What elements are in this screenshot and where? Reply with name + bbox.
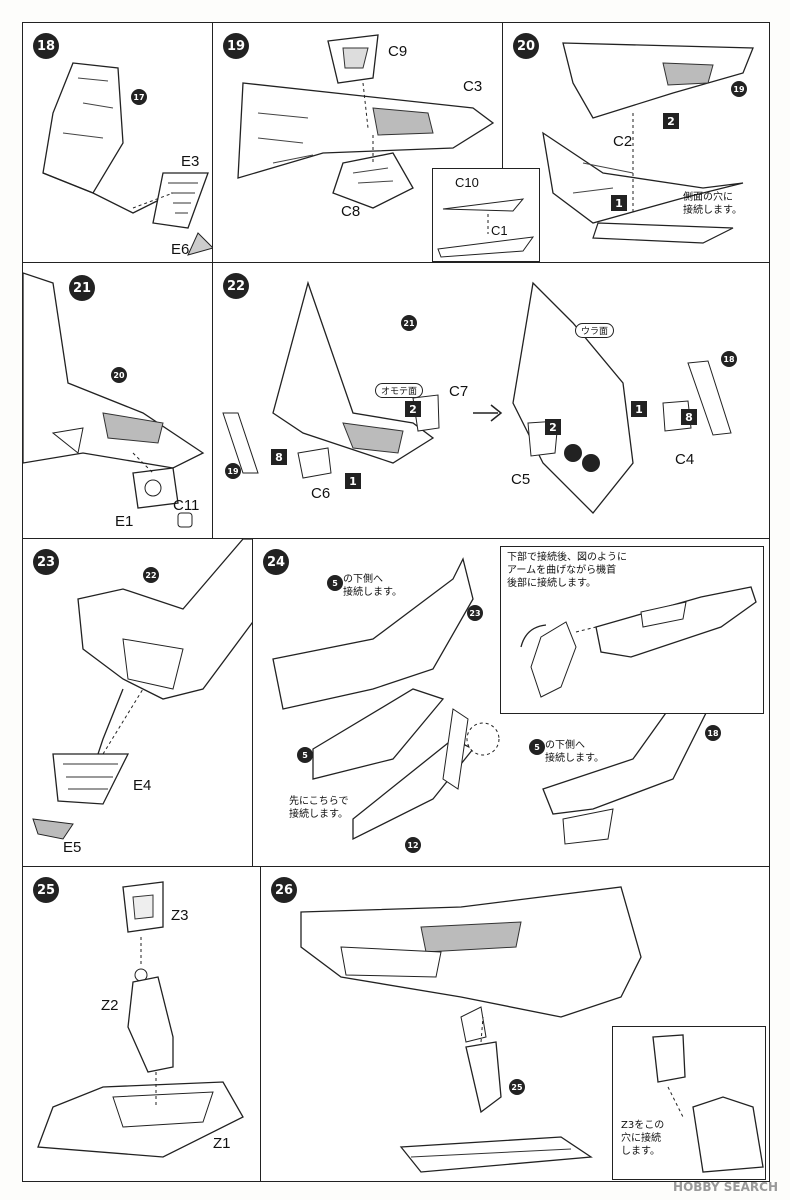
step-24-inset: 下部で接続後、図のように アームを曲げながら機首 後部に接続します。 [500,546,764,714]
step-20-panel: 20 19 2 C2 1 側面の穴に 接続します。 [502,22,770,264]
ref-5-badge-mid: 5 [297,747,313,763]
part-C4: C4 [675,451,695,468]
step-number: 23 [33,549,59,575]
note-left: 先にこちらで 接続します。 [289,796,349,820]
ref-19-badge: 19 [225,463,241,479]
part-C2: C2 [613,133,633,150]
step-26-inset: Z3をこの 穴に接続 します。 [612,1026,766,1180]
front-side-label: オモテ面 [375,383,424,398]
part-C5: C5 [511,471,531,488]
ref-21-badge: 21 [401,315,417,331]
part-E4: E4 [133,777,152,794]
step-number: 18 [33,33,59,59]
step-number: 20 [513,33,539,59]
ref-17-badge: 17 [131,89,147,105]
part-C1: C1 [491,223,508,238]
marker-1: 1 [345,473,361,489]
step-23-drawing [32,539,253,840]
watermark: HOBBY SEARCH [673,1180,778,1194]
ref-20-badge: 20 [111,367,127,383]
ref-18-badge: 18 [705,725,721,741]
part-E3: E3 [181,153,200,170]
part-E5: E5 [63,839,82,856]
part-C3: C3 [463,78,483,95]
back-side-label: ウラ面 [575,323,615,338]
part-C11: C11 [173,497,200,514]
step-22-panel: 22 21 オモテ面 ウラ面 19 18 C7 C6 C5 C4 2 8 1 2… [212,262,770,540]
step-number: 22 [223,273,249,299]
part-C6: C6 [311,485,331,502]
step-18-drawing [42,62,213,256]
step-20-drawing [542,42,754,244]
ref-25-badge: 25 [509,1079,525,1095]
ref-22-badge: 22 [143,567,159,583]
step-19-panel: 19 C9 C3 C8 [212,22,504,264]
step-24-drawing [272,557,714,845]
step-number: 25 [33,877,59,903]
step-number: 19 [223,33,249,59]
hole-note: 側面の穴に 接続します。 [683,192,742,216]
part-C9: C9 [388,43,408,60]
step-19-drawing [237,34,495,209]
ref-12-badge: 12 [405,837,421,853]
ref-23-badge: 23 [467,605,483,621]
part-C7: C7 [449,383,469,400]
arrow-marker-1: 1 [611,195,627,211]
part-Z1: Z1 [213,1135,231,1152]
step-26-panel: 26 25 [260,866,770,1182]
marker-2: 2 [405,401,421,417]
part-Z3: Z3 [171,907,189,924]
part-C8: C8 [341,203,361,220]
step-25-drawing [37,881,244,1158]
part-E1: E1 [115,513,134,530]
step-20-inset: C10 C1 [432,168,540,262]
step-21-panel: 21 20 E1 C11 [22,262,214,540]
step-23-panel: 23 22 E4 E5 [22,538,254,868]
step-25-panel: 25 Z3 Z2 Z1 [22,866,262,1182]
part-C10: C10 [455,175,479,190]
note-top: の下側へ 接続します。 [343,574,402,598]
marker-2b: 2 [545,419,561,435]
marker-8b: 8 [681,409,697,425]
note-bottom: の下側へ 接続します。 [545,740,604,764]
ref-5-badge-top: 5 [327,575,343,591]
step-22-drawing [222,280,732,514]
marker-8: 8 [271,449,287,465]
z3-hole-note: Z3をこの 穴に接続 します。 [621,1120,665,1157]
arrow-marker-2: 2 [663,113,679,129]
step-number: 24 [263,549,289,575]
step-21-drawing [23,272,205,528]
ref-5-badge-right: 5 [529,739,545,755]
step-18-panel: 18 17 E3 E6 [22,22,214,264]
step-number: 21 [69,275,95,301]
ref-18-badge: 18 [721,351,737,367]
ref-19-badge: 19 [731,81,747,97]
marker-1b: 1 [631,401,647,417]
step-26-drawing [300,886,642,1173]
part-Z2: Z2 [101,997,119,1014]
step-number: 26 [271,877,297,903]
part-E6: E6 [171,241,190,258]
note-box: 下部で接続後、図のように アームを曲げながら機首 後部に接続します。 [507,552,627,589]
